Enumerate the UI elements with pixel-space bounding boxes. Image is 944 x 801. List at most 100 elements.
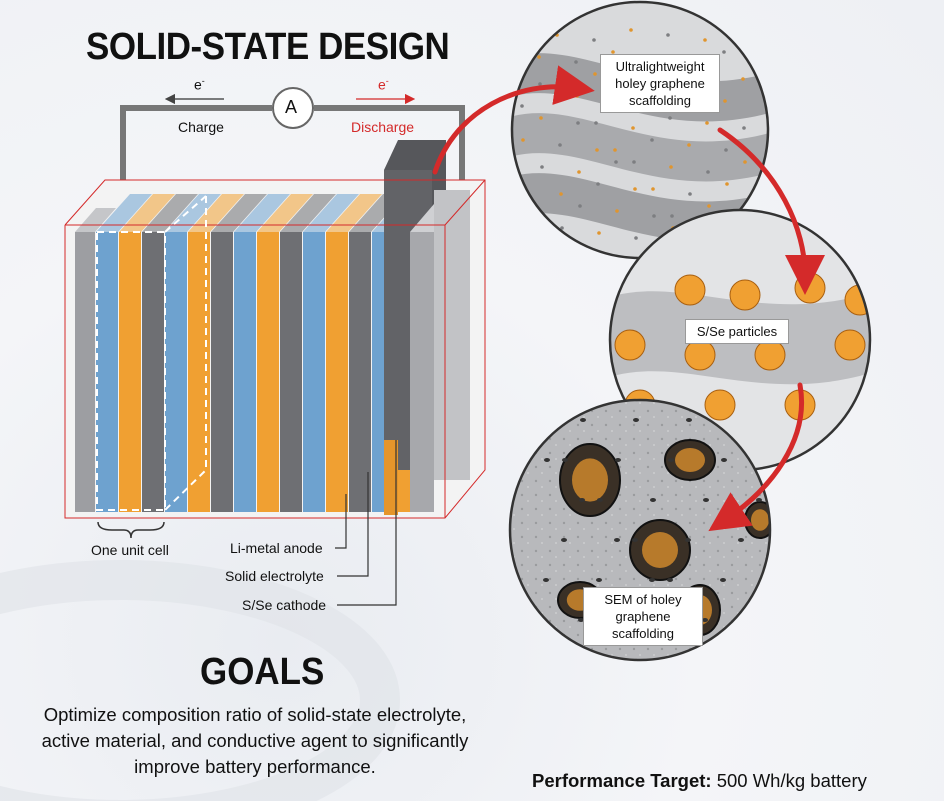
scaffold-dot (706, 170, 710, 174)
scaffold-dot (666, 33, 670, 37)
scaffold-dot (741, 77, 745, 81)
scaffold-dot (519, 55, 523, 59)
sem-pore (597, 498, 603, 502)
goals-text: Optimize composition ratio of solid-stat… (41, 704, 469, 777)
goals-title: GOALS (200, 651, 325, 693)
scaffold-dot (652, 214, 656, 218)
cathode-layer-top (119, 194, 175, 232)
anode-layer (349, 232, 371, 512)
sem-pore (686, 418, 692, 422)
cathode-label: S/Se cathode (242, 597, 327, 613)
scaffold-dot (538, 82, 542, 86)
ammeter-icon (272, 87, 314, 129)
sem-pore (632, 538, 638, 542)
sem-pore (578, 618, 584, 622)
electron-left-label: e- (194, 76, 205, 93)
anode-layer (211, 232, 233, 512)
cathode-layer (257, 232, 279, 512)
sse-particle (704, 389, 736, 421)
circuit-wire (120, 93, 465, 190)
electrolyte-label: Solid electrolyte (225, 568, 324, 584)
sem-particle-cluster (675, 448, 705, 472)
electrolyte-layer-top (165, 194, 221, 232)
ammeter-label: A (285, 97, 298, 117)
electrolyte-layer (234, 232, 256, 512)
electrolyte-layer-top (234, 194, 290, 232)
electrolyte-layer-top (96, 194, 152, 232)
sem-pore (579, 498, 585, 502)
sem-particle-cluster (572, 458, 608, 502)
scaffold-dot (574, 60, 578, 64)
scaffold-dot (593, 72, 597, 76)
page-title: SOLID-STATE DESIGN (86, 26, 450, 68)
sem-pore (703, 498, 709, 502)
sem-pore (649, 578, 655, 582)
scaffold-dot (575, 94, 579, 98)
sem-pore (543, 578, 549, 582)
electrolyte-layer (303, 232, 325, 512)
scaffold-dot (614, 160, 618, 164)
scaffold-dot (540, 165, 544, 169)
scaffold-dot (651, 187, 655, 191)
performance-value: 500 Wh/kg battery (711, 770, 867, 791)
cathode-layer-top (188, 194, 244, 232)
cathode-layer-top (326, 194, 382, 232)
scaffold-dot (615, 209, 619, 213)
sem-pore (685, 538, 691, 542)
scaffold-dot (669, 165, 673, 169)
anode-layer (142, 232, 164, 512)
scaffold-dot (722, 50, 726, 54)
label-leaders (335, 440, 397, 606)
scaffold-dot (559, 192, 563, 196)
cathode-layer (119, 232, 141, 512)
sem-pore (615, 458, 621, 462)
sse-particle (834, 329, 866, 361)
scaffold-dot (520, 104, 524, 108)
scaffold-dot (724, 148, 728, 152)
scaffold-dot (668, 116, 672, 120)
scaffold-dot (592, 38, 596, 42)
scaffold-dot (650, 138, 654, 142)
scaffold-dot (743, 160, 747, 164)
sem-pore (633, 418, 639, 422)
anode-layer-top (280, 194, 336, 232)
scaffold-dot (629, 28, 633, 32)
sem-pore (738, 538, 744, 542)
scaffold-dot (518, 28, 522, 32)
scaffold-dot (521, 138, 525, 142)
sse-particle (684, 339, 716, 371)
scaffold-dot (595, 148, 599, 152)
sem-pore (702, 618, 708, 622)
scaffold-dot (632, 160, 636, 164)
scaffold-dot (740, 28, 744, 32)
electron-right-label: e- (378, 76, 389, 93)
anode-layer-top (211, 194, 267, 232)
scaffold-dot (578, 204, 582, 208)
battery-stack (64, 140, 486, 519)
sem-pore (596, 578, 602, 582)
sem-pore (667, 578, 673, 582)
electrolyte-layer-top (303, 194, 359, 232)
sse-particle (674, 274, 706, 306)
anode-label: Li-metal anode (230, 540, 323, 556)
scaffold-dot (523, 236, 527, 240)
sem-callout: SEM of holey graphene scaffolding (583, 587, 703, 646)
scaffold-dot (596, 182, 600, 186)
sem-pore (562, 458, 568, 462)
anode-layer (280, 232, 302, 512)
zoom-arrows (432, 65, 825, 532)
scaffold-dot (560, 226, 564, 230)
sse-particle (614, 329, 646, 361)
sem-pore (580, 418, 586, 422)
sse-particle (794, 272, 826, 304)
electrolyte-layer (96, 232, 118, 512)
particles-callout: S/Se particles (685, 319, 789, 344)
sem-pore (720, 578, 726, 582)
charge-label: Charge (178, 119, 224, 135)
scaffold-dot (688, 192, 692, 196)
scaffold-dot (631, 126, 635, 130)
scaffold-dot (613, 148, 617, 152)
scaffold-dot (707, 204, 711, 208)
sse-particle (754, 339, 786, 371)
scaffold-dot (705, 121, 709, 125)
